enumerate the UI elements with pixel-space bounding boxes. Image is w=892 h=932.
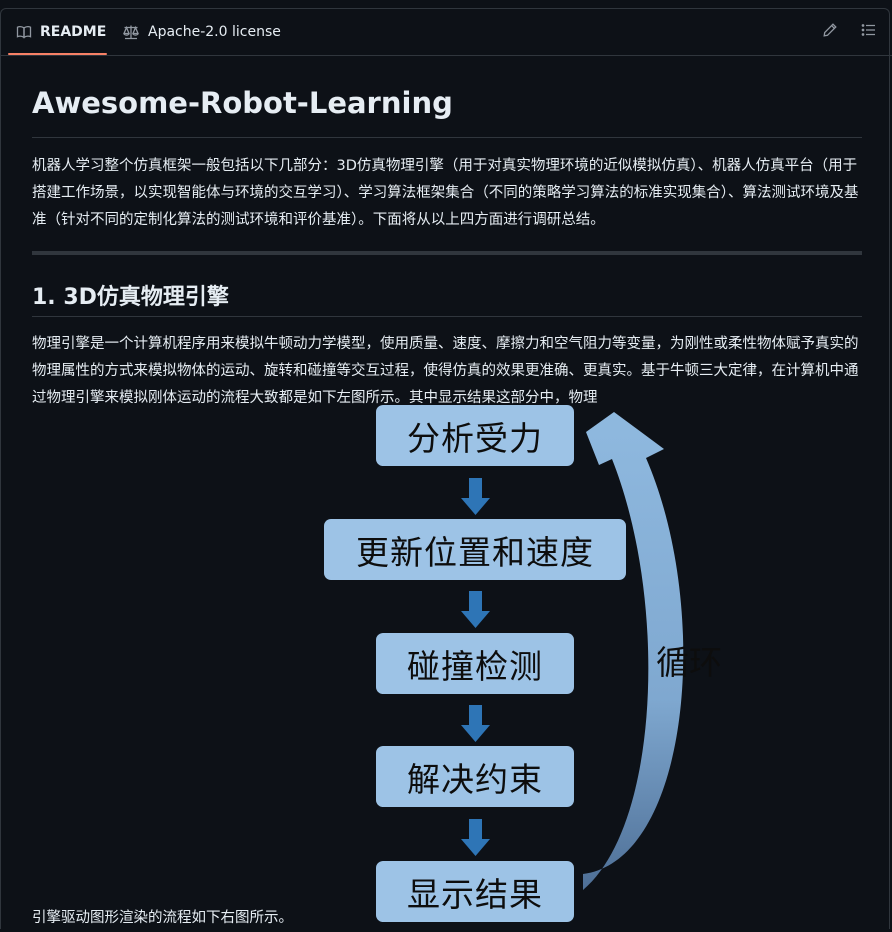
- step-display-results: 显示结果: [376, 861, 574, 922]
- step-resolve-constraints: 解决约束: [376, 746, 574, 807]
- physics-engine-paragraph: 物理引擎是一个计算机程序用来模拟牛顿动力学模型，使用质量、速度、摩擦力和空气阻力…: [32, 336, 859, 406]
- tab-readme-label: README: [40, 23, 107, 40]
- readme-tab-bar: README Apache-2.0 license: [0, 8, 892, 56]
- tab-license[interactable]: Apache-2.0 license: [122, 8, 281, 55]
- intro-paragraph: 机器人学习整个仿真框架一般包括以下几部分：3D仿真物理引擎（用于对真实物理环境的…: [32, 158, 859, 228]
- active-tab-indicator: [8, 53, 107, 55]
- step-collision-detection: 碰撞检测: [376, 633, 574, 694]
- section-divider: [32, 316, 862, 317]
- section-heading-physics-engine: 1. 3D仿真物理引擎: [32, 285, 229, 310]
- readme-panel: [0, 8, 890, 929]
- scale-icon: [122, 24, 140, 40]
- readme-title: Awesome-Robot-Learning: [32, 86, 453, 120]
- title-divider: [32, 137, 862, 138]
- outline-button[interactable]: [859, 22, 879, 42]
- book-icon: [16, 24, 32, 40]
- tab-license-label: Apache-2.0 license: [148, 23, 281, 40]
- pencil-icon: [822, 22, 838, 42]
- rendering-flow-paragraph: 引擎驱动图形渲染的流程如下右图所示。: [32, 910, 293, 926]
- step-analyze-forces: 分析受力: [376, 405, 574, 466]
- loop-label: 循环: [656, 643, 722, 682]
- edit-file-button[interactable]: [820, 22, 840, 42]
- tab-readme[interactable]: README: [16, 8, 106, 55]
- horizontal-rule: [32, 251, 862, 255]
- step-update-position-velocity: 更新位置和速度: [324, 519, 626, 580]
- list-icon: [861, 22, 877, 42]
